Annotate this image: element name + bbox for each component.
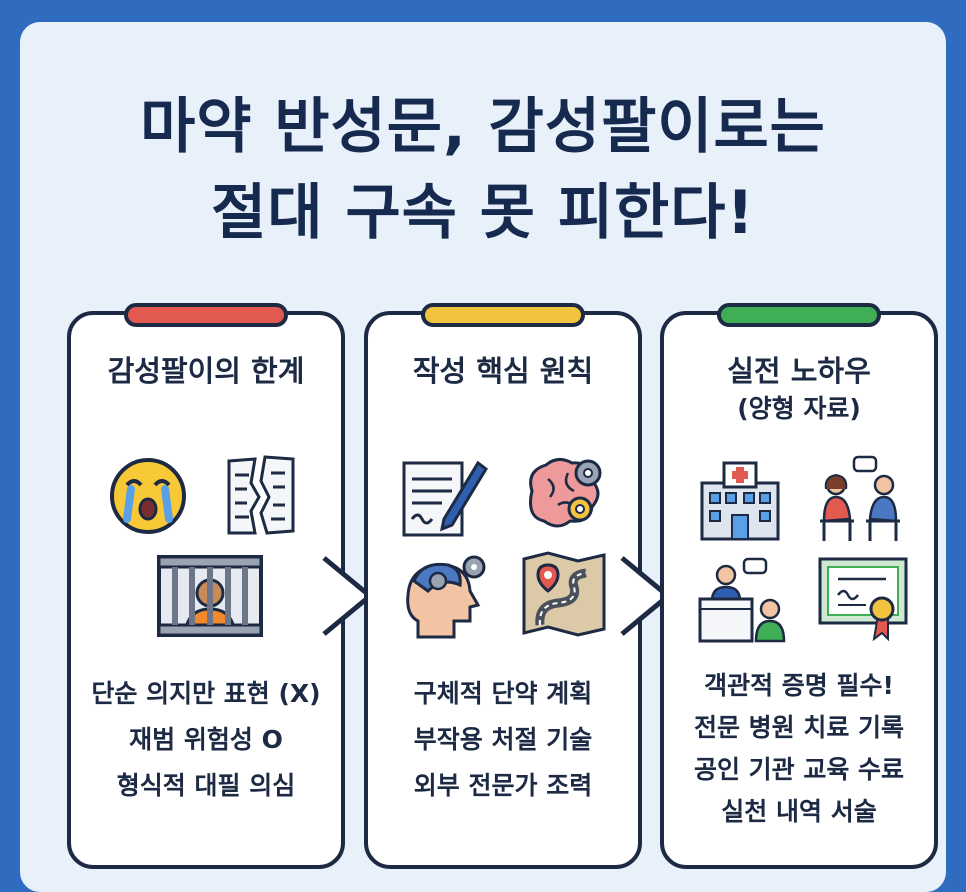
card-tab-green — [717, 303, 881, 327]
card-title: 감성팔이의 한계 — [71, 351, 341, 391]
card-item: 형식적 대필 의심 — [116, 771, 296, 800]
torn-document-icon — [227, 455, 295, 535]
card-tab-red — [124, 303, 288, 327]
card-item: 재범 위험성 O — [129, 725, 283, 754]
brain-gear-icon — [529, 458, 602, 528]
title-line-1: 마약 반성문, 감성팔이로는 — [140, 92, 826, 162]
card-subtitle: (양형 자료) — [737, 394, 861, 423]
certificate-icon — [818, 557, 908, 642]
prison-bars-icon — [157, 555, 263, 637]
card-item: 공인 기관 교육 수료 — [693, 755, 905, 784]
card-tab-yellow — [421, 303, 585, 327]
card-title-text: 감성팔이의 한계 — [107, 354, 305, 388]
card-item: 구체적 단약 계획 — [413, 679, 593, 708]
card-items: 객관적 증명 필수! 전문 병원 치료 기록 공인 기관 교육 수료 실천 내역… — [664, 665, 934, 833]
writing-document-icon — [402, 460, 488, 537]
route-map-icon — [522, 551, 606, 637]
lecture-icon — [698, 557, 786, 643]
card-item: 객관적 증명 필수! — [704, 671, 894, 700]
title-line-2: 절대 구속 못 피한다! — [211, 178, 755, 248]
card-item: 부작용 처절 기술 — [413, 725, 593, 754]
card-items: 구체적 단약 계획 부작용 처절 기술 외부 전문가 조력 — [368, 671, 638, 809]
head-gear-icon — [406, 555, 486, 639]
card-items: 단순 의지만 표현 (X) 재범 위험성 O 형식적 대필 의심 — [71, 671, 341, 809]
infographic-panel: 마약 반성문, 감성팔이로는 절대 구속 못 피한다! 감성팔이의 한계 — [20, 22, 946, 892]
page-title: 마약 반성문, 감성팔이로는 절대 구속 못 피한다! — [20, 84, 946, 256]
card-principles: 작성 핵심 원칙 — [364, 303, 642, 869]
card-item: 외부 전문가 조력 — [413, 771, 593, 800]
crying-face-icon — [110, 458, 186, 534]
card-limits: 감성팔이의 한계 — [67, 303, 345, 869]
card-title: 작성 핵심 원칙 — [368, 351, 638, 391]
card-title-text: 실전 노하우 — [727, 354, 871, 388]
card-know-how: 실전 노하우 (양형 자료) — [660, 303, 938, 869]
counseling-icon — [820, 455, 900, 541]
card-item: 실천 내역 서술 — [721, 797, 877, 826]
card-icons — [71, 445, 341, 645]
card-item: 단순 의지만 표현 (X) — [91, 679, 321, 708]
card-item: 전문 병원 치료 기록 — [693, 713, 905, 742]
hospital-icon — [700, 461, 780, 541]
card-title: 실전 노하우 (양형 자료) — [664, 351, 934, 427]
card-icons — [368, 445, 638, 645]
card-title-text: 작성 핵심 원칙 — [412, 354, 594, 388]
card-icons — [664, 453, 934, 653]
